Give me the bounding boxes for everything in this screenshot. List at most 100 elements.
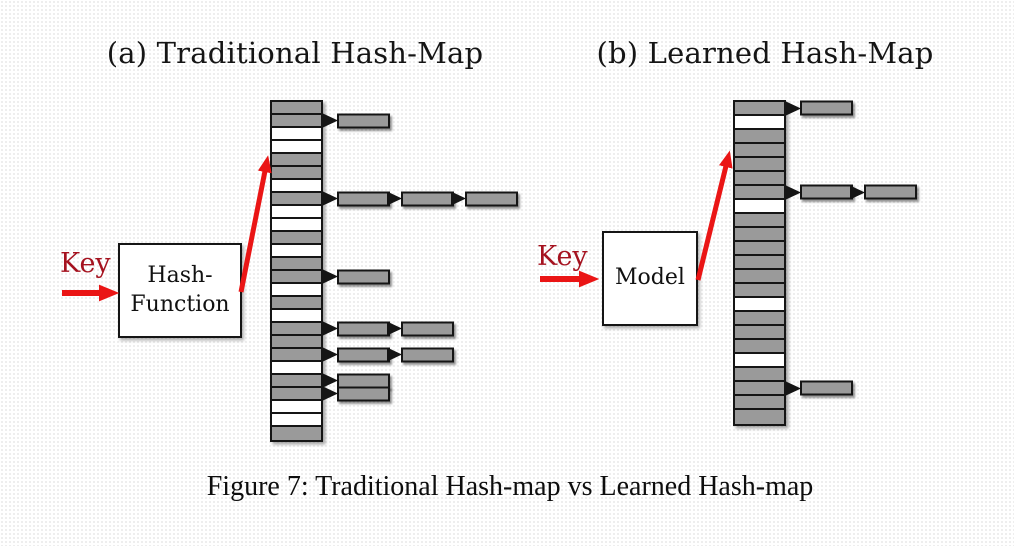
bucket-b-12-occupied	[735, 256, 784, 270]
chain-arrowhead-icon	[387, 321, 402, 336]
overflow-chain-a-row-8	[323, 191, 518, 206]
lookup-arrow-a	[238, 155, 272, 293]
bucket-a-24-empty	[272, 401, 321, 414]
bucket-a-12-empty	[272, 245, 321, 258]
chain-arrowhead-icon	[387, 191, 402, 206]
chain-arrowhead-icon	[323, 321, 338, 336]
chain-record-box	[337, 113, 390, 128]
bucket-a-5-occupied	[272, 154, 321, 167]
bucket-a-3-empty	[272, 128, 321, 141]
bucket-b-5-occupied	[735, 158, 784, 172]
bucket-b-8-empty	[735, 200, 784, 214]
chain-arrowhead-icon	[323, 113, 338, 128]
chain-arrowhead-icon	[323, 191, 338, 206]
bucket-a-9-empty	[272, 206, 321, 219]
bucket-b-18-occupied	[735, 340, 784, 354]
model-box: Model	[602, 231, 698, 326]
bucket-b-1-occupied	[735, 100, 853, 116]
chain-arrowhead-icon	[850, 185, 865, 199]
panel-a-title: (a) Traditional Hash-Map	[106, 36, 484, 70]
chain-record-box	[465, 191, 518, 206]
chain-record-box	[337, 269, 390, 284]
bucket-b-9-occupied	[735, 214, 784, 228]
bucket-b-7-occupied	[735, 184, 917, 200]
chain-arrowhead-icon	[786, 101, 801, 115]
bucket-a-8-occupied	[272, 191, 518, 206]
bucket-a-23-occupied	[272, 386, 390, 401]
overflow-chain-b-row-21	[786, 380, 853, 396]
bucket-a-11-occupied	[272, 232, 321, 245]
bucket-b-14-occupied	[735, 284, 784, 298]
overflow-chain-a-row-23	[323, 386, 390, 401]
bucket-b-4-occupied	[735, 144, 784, 158]
chain-record-box	[337, 321, 390, 336]
hash-function-label-line-2: Function	[130, 291, 230, 317]
bucket-b-11-occupied	[735, 242, 784, 256]
overflow-chain-a-row-20	[323, 347, 454, 362]
bucket-b-15-empty	[735, 298, 784, 312]
bucket-a-18-occupied	[272, 321, 454, 336]
bucket-a-20-occupied	[272, 347, 454, 362]
overflow-chain-a-row-14	[323, 269, 390, 284]
bucket-a-14-occupied	[272, 269, 390, 284]
bucket-b-3-occupied	[735, 130, 784, 144]
hash-function-box: Hash- Function	[118, 243, 242, 338]
chain-arrowhead-icon	[786, 381, 801, 395]
chain-record-box	[800, 100, 853, 116]
chain-arrowhead-icon	[786, 185, 801, 199]
bucket-a-25-empty	[272, 414, 321, 427]
panel-a-key-label: Key	[60, 248, 111, 279]
bucket-a-6-occupied	[272, 167, 321, 180]
bucket-b-16-occupied	[735, 312, 784, 326]
chain-record-box	[401, 347, 454, 362]
figure-caption: Figure 7: Traditional Hash-map vs Learne…	[206, 471, 814, 502]
bucket-b-10-occupied	[735, 228, 784, 242]
chain-arrowhead-icon	[387, 347, 402, 362]
chain-record-box	[800, 184, 853, 200]
lookup-arrow-b	[695, 150, 733, 281]
bucket-a-10-empty	[272, 219, 321, 232]
chain-arrowhead-icon	[323, 269, 338, 284]
chain-arrowhead-icon	[323, 386, 338, 401]
overflow-chain-b-row-7	[786, 184, 917, 200]
bucket-b-21-occupied	[735, 380, 853, 396]
model-label: Model	[615, 265, 685, 291]
chain-arrowhead-icon	[323, 373, 338, 388]
panel-b-key-label: Key	[537, 241, 588, 272]
panel-b-title: (b) Learned Hash-Map	[596, 36, 934, 70]
bucket-a-15-empty	[272, 284, 321, 297]
hash-function-label-line-1: Hash-	[147, 262, 213, 288]
chain-record-box	[401, 321, 454, 336]
bucket-a-13-occupied	[272, 258, 321, 271]
chain-record-box	[337, 386, 390, 401]
chain-record-box	[337, 191, 390, 206]
bucket-b-23-occupied	[735, 410, 784, 424]
chain-record-box	[864, 184, 917, 200]
chain-record-box	[401, 191, 454, 206]
chain-arrowhead-icon	[323, 347, 338, 362]
bucket-a-1-occupied	[272, 102, 321, 115]
bucket-b-19-empty	[735, 354, 784, 368]
bucket-a-26-occupied	[272, 427, 321, 440]
bucket-a-17-empty	[272, 310, 321, 323]
bucket-array-traditional	[270, 100, 518, 442]
chain-arrowhead-icon	[451, 191, 466, 206]
bucket-a-2-occupied	[272, 113, 390, 128]
bucket-a-7-empty	[272, 180, 321, 193]
bucket-a-21-empty	[272, 362, 321, 375]
overflow-chain-a-row-18	[323, 321, 454, 336]
bucket-b-22-occupied	[735, 396, 784, 410]
bucket-a-4-empty	[272, 141, 321, 154]
bucket-b-17-occupied	[735, 326, 784, 340]
overflow-chain-a-row-2	[323, 113, 390, 128]
overflow-chain-b-row-1	[786, 100, 853, 116]
chain-record-box	[337, 347, 390, 362]
bucket-b-20-occupied	[735, 368, 784, 382]
bucket-b-6-occupied	[735, 172, 784, 186]
chain-record-box	[800, 380, 853, 396]
bucket-b-13-occupied	[735, 270, 784, 284]
bucket-a-19-occupied	[272, 336, 321, 349]
bucket-a-16-occupied	[272, 297, 321, 310]
bucket-b-2-empty	[735, 116, 784, 130]
